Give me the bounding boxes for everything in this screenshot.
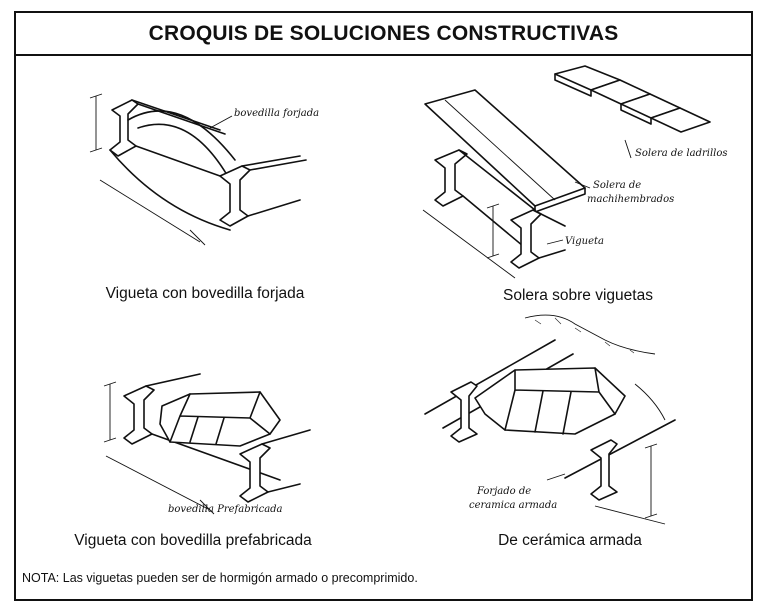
label-machihembrados: machihembrados [587, 194, 674, 205]
panel-solera-viguetas: Solera de ladrillos Solera de machihembr… [415, 60, 745, 304]
drawing-frame: CROQUIS DE SOLUCIONES CONSTRUCTIVAS [14, 11, 753, 601]
label-solera-de: Solera de [593, 180, 641, 191]
panel-bovedilla-forjada: bovedilla forjada Vigueta con bovedilla … [70, 80, 370, 302]
label-ceramica-armada: ceramica armada [469, 500, 557, 511]
label-solera-ladrillos: Solera de ladrillos [635, 148, 728, 159]
caption-bovedilla-forjada: Vigueta con bovedilla forjada [105, 285, 305, 302]
title-bar: CROQUIS DE SOLUCIONES CONSTRUCTIVAS [16, 13, 751, 56]
sketch-bovedilla-prefabricada: bovedilla Prefabricada [103, 373, 311, 515]
label-vigueta: Vigueta [565, 236, 604, 247]
caption-solera-viguetas: Solera sobre viguetas [503, 287, 653, 304]
footnote: NOTA: Las viguetas pueden ser de hormigó… [22, 571, 418, 585]
sketch-bovedilla-forjada: bovedilla forjada [89, 93, 319, 246]
caption-bovedilla-prefabricada: Vigueta con bovedilla prefabricada [74, 532, 312, 549]
label-bovedilla-forjada: bovedilla forjada [234, 108, 319, 119]
label-bovedilla-prefabricada: bovedilla Prefabricada [168, 504, 283, 515]
label-forjado-de: Forjado de [476, 486, 531, 497]
panel-ceramica-armada: Forjado de ceramica armada De cerámica a… [415, 310, 745, 549]
panel-bovedilla-prefabricada: bovedilla Prefabricada Vigueta con boved… [74, 360, 380, 549]
page-title: CROQUIS DE SOLUCIONES CONSTRUCTIVAS [148, 21, 619, 45]
caption-ceramica-armada: De cerámica armada [498, 532, 642, 549]
sketch-ceramica-armada: Forjado de ceramica armada [424, 314, 676, 525]
sketch-solera-viguetas: Solera de ladrillos Solera de machihembr… [422, 65, 728, 279]
